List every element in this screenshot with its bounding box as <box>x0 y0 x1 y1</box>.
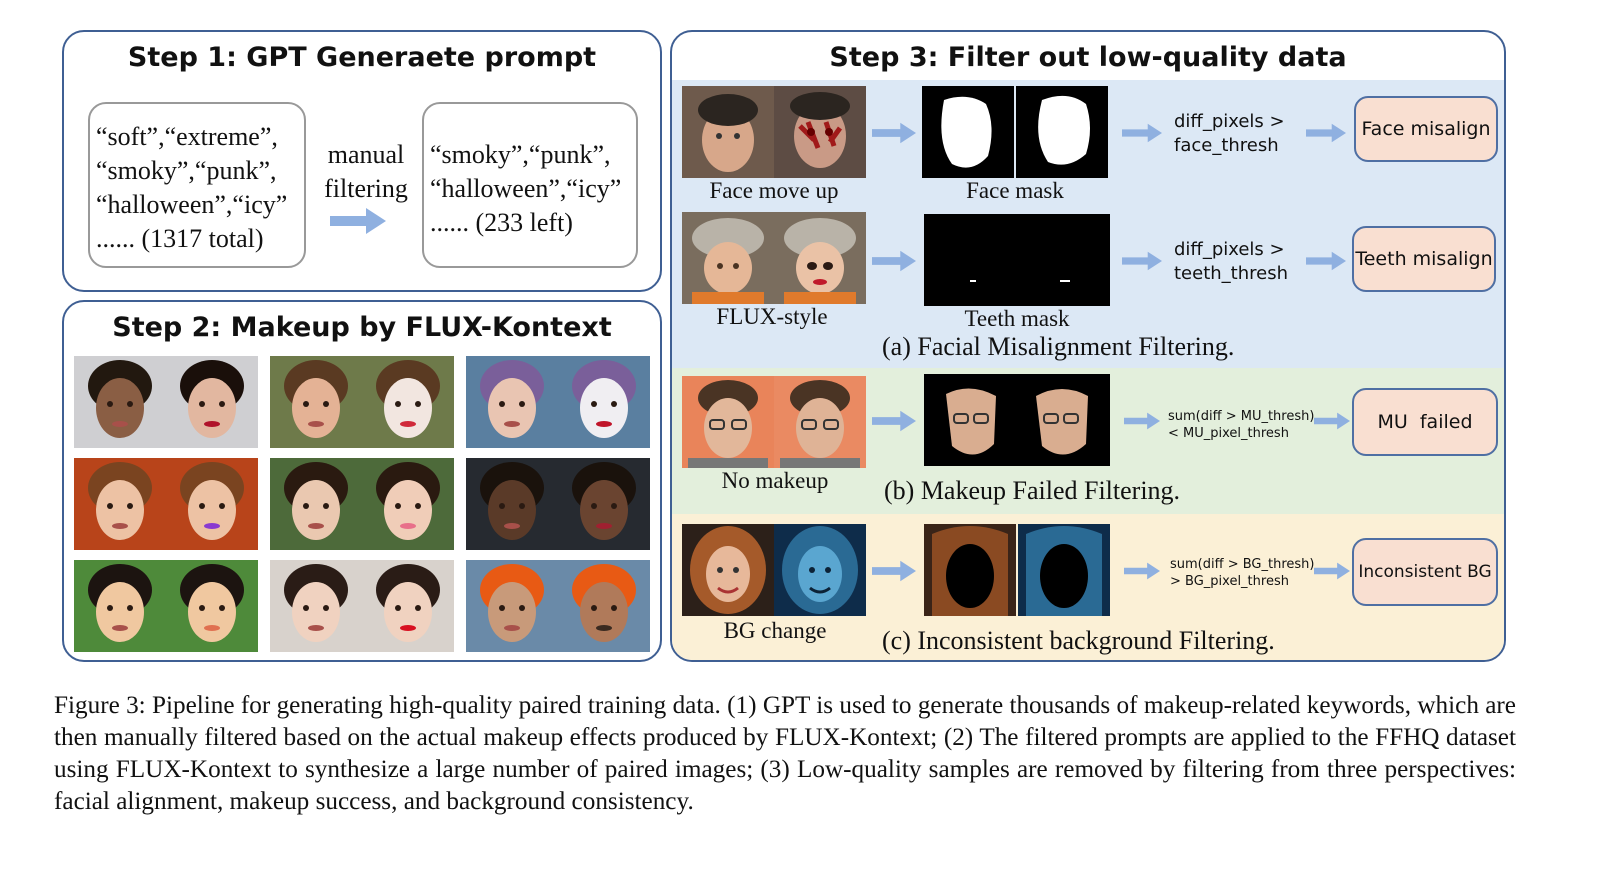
makeup-region-mask-image <box>924 374 1110 466</box>
face-mask-pair <box>922 86 1108 178</box>
face-mask-before <box>922 86 1014 178</box>
woman-photo-bluetone <box>774 524 866 616</box>
arrow-b-2-icon <box>1124 412 1160 430</box>
makeup-pair-thumbnail <box>466 458 650 550</box>
step1-arrow-icon <box>330 208 386 234</box>
arrow-b-3-icon <box>1314 412 1350 430</box>
teeth-condition: diff_pixels > teeth_thresh <box>1174 239 1289 284</box>
arrow-a1-3-icon <box>1306 123 1346 143</box>
makeup-pair-thumbnail <box>74 458 258 550</box>
step2-panel: Step 2: Makeup by FLUX-Kontext <box>62 300 662 662</box>
no-makeup-pair <box>682 376 866 468</box>
makeup-pair-thumbnail <box>466 560 650 652</box>
face-move-up-pair <box>682 86 866 178</box>
bg-change-label: BG change <box>723 618 827 643</box>
background-mask-image <box>924 524 1110 616</box>
step2-title: Step 2: Makeup by FLUX-Kontext <box>112 312 612 343</box>
makeup-pair-thumbnail <box>74 560 258 652</box>
figure-caption: Figure 3: Pipeline for generating high-q… <box>54 690 1516 818</box>
face-move-up-label: Face move up <box>709 178 839 203</box>
face-mask-label: Face mask <box>966 178 1064 203</box>
face-photo-original <box>682 86 774 178</box>
mu-condition: sum(diff > MU_thresh) < MU_pixel_thresh <box>1168 409 1315 441</box>
man-photo-original <box>682 376 774 468</box>
face-mask-after <box>1016 86 1108 178</box>
bg-condition: sum(diff > BG_thresh) > BG_pixel_thresh <box>1170 557 1315 589</box>
arrow-c-2-icon <box>1124 562 1160 580</box>
step3-panel: Step 3: Filter out low-quality data Face… <box>670 30 1506 662</box>
flux-style-pair <box>682 212 866 304</box>
teeth-mask-label: Teeth mask <box>964 306 1070 331</box>
teeth-mask-image <box>924 214 1110 306</box>
caption-a: (a) Facial Misalignment Filtering. <box>882 332 1235 361</box>
arrow-b-1-icon <box>872 410 916 432</box>
makeup-pair-thumbnail <box>74 356 258 448</box>
arrow-a1-1-icon <box>872 122 916 144</box>
face-photo-makeup <box>774 86 866 178</box>
figure-caption-text: Figure 3: Pipeline for generating high-q… <box>54 692 1516 815</box>
step1-panel: Step 1: GPT Generaete prompt “soft”,“ext… <box>62 30 662 292</box>
woman-photo-original <box>682 524 774 616</box>
makeup-pair-thumbnail <box>270 560 454 652</box>
makeup-pair-thumbnail <box>466 356 650 448</box>
face-condition: diff_pixels > face_thresh <box>1174 111 1285 156</box>
step3-title: Step 3: Filter out low-quality data <box>829 42 1347 73</box>
arrow-a2-1-icon <box>872 250 916 272</box>
caption-c: (c) Inconsistent background Filtering. <box>882 626 1275 655</box>
all-keywords-box: “soft”,“extreme”, “smoky”,“punk”, “hallo… <box>88 102 306 268</box>
arrow-a1-2-icon <box>1122 123 1162 143</box>
arrow-a2-2-icon <box>1122 251 1162 271</box>
arrow-c-3-icon <box>1314 562 1350 580</box>
step1-title: Step 1: GPT Generaete prompt <box>127 42 597 73</box>
child-photo-makeup <box>774 212 866 304</box>
makeup-pair-thumbnail <box>270 356 454 448</box>
bg-change-pair <box>682 524 866 616</box>
arrow-a2-3-icon <box>1306 251 1346 271</box>
teeth-misalign-result: Teeth misalign <box>1352 226 1496 292</box>
inconsistent-bg-result: Inconsistent BG <box>1352 538 1498 606</box>
arrow-c-1-icon <box>872 560 916 582</box>
manual-filtering-label: manual filtering <box>324 140 408 203</box>
filtered-keywords-box: “smoky”,“punk”, “halloween”,“icy” ......… <box>422 102 638 268</box>
face-misalign-result: Face misalign <box>1354 96 1498 162</box>
child-photo-original <box>682 212 774 304</box>
makeup-pair-thumbnail <box>270 458 454 550</box>
flux-style-label: FLUX-style <box>716 304 828 329</box>
mu-failed-result: MU failed <box>1352 388 1498 456</box>
caption-b: (b) Makeup Failed Filtering. <box>884 476 1181 505</box>
man-photo-after <box>774 376 866 468</box>
no-makeup-label: No makeup <box>721 468 829 493</box>
